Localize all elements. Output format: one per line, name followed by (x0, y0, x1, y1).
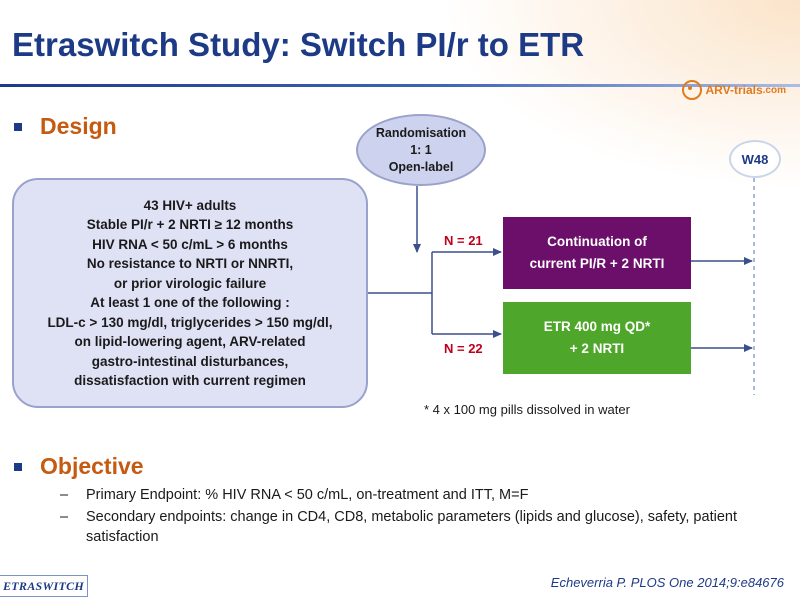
criteria-line: gastro-intestinal disturbances, (91, 353, 289, 369)
primary-endpoint-text: Primary Endpoint: % HIV RNA < 50 c/mL, o… (86, 487, 529, 503)
objective-list: – Primary Endpoint: % HIV RNA < 50 c/mL,… (60, 485, 780, 549)
w48-timepoint-badge: W48 (729, 140, 781, 178)
criteria-line: Stable PI/r + 2 NRTI ≥ 12 months (86, 217, 294, 232)
criteria-line: or prior virologic failure (113, 275, 267, 291)
criteria-line: No resistance to NRTI or NNRTI, (86, 256, 294, 271)
study-name-tag: ETRASWITCH (0, 575, 88, 597)
criteria-line: At least 1 one of the following : (90, 295, 290, 310)
list-item: – Secondary endpoints: change in CD4, CD… (60, 507, 780, 547)
secondary-endpoints-text: Secondary endpoints: change in CD4, CD8,… (86, 509, 737, 545)
objective-heading: Objective (14, 453, 144, 480)
square-bullet-icon (14, 462, 22, 471)
square-bullet-icon (14, 122, 22, 131)
arv-trials-logo: ARV-trials.com (681, 80, 786, 100)
criteria-line: dissatisfaction with current regimen (74, 373, 306, 388)
title-underline (0, 84, 800, 87)
randomisation-label: Open-label (388, 159, 454, 174)
list-item: – Primary Endpoint: % HIV RNA < 50 c/mL,… (60, 485, 780, 505)
arm2-n-label: N = 22 (444, 341, 483, 356)
logo-mark-icon (681, 80, 702, 100)
logo-text: ARV-trials (705, 83, 763, 97)
arm1-line: current PI/R + 2 NRTI (529, 256, 665, 271)
dosing-footnote: * 4 x 100 mg pills dissolved in water (424, 402, 630, 417)
arm2-line: + 2 NRTI (569, 341, 625, 356)
objective-heading-text: Objective (40, 453, 144, 479)
arm-etr-box: ETR 400 mg QD* + 2 NRTI (503, 302, 691, 374)
design-heading-text: Design (40, 113, 117, 139)
page-title: Etraswitch Study: Switch PI/r to ETR (12, 26, 585, 63)
design-heading: Design (14, 113, 117, 140)
dash-bullet-icon: – (60, 509, 69, 525)
dash-bullet-icon: – (60, 487, 69, 503)
randomisation-bubble: Randomisation 1: 1 Open-label (356, 114, 486, 186)
arm-continuation-box: Continuation of current PI/R + 2 NRTI (503, 217, 691, 289)
inclusion-criteria-box: 43 HIV+ adults Stable PI/r + 2 NRTI ≥ 12… (12, 178, 368, 408)
logo-domain: .com (762, 84, 786, 96)
arm1-n-label: N = 21 (444, 233, 483, 248)
criteria-line: 43 HIV+ adults (143, 197, 237, 213)
criteria-line: LDL-c > 130 mg/dl, triglycerides > 150 m… (47, 314, 333, 330)
randomisation-ratio: 1: 1 (410, 142, 432, 157)
arm2-line: ETR 400 mg QD* (543, 319, 651, 334)
randomisation-line: Randomisation (375, 125, 467, 140)
criteria-line: HIV RNA < 50 c/mL > 6 months (92, 236, 288, 252)
citation: Echeverria P. PLOS One 2014;9:e84676 (550, 575, 784, 590)
criteria-line: on lipid-lowering agent, ARV-related (74, 334, 306, 349)
arm1-line: Continuation of (547, 234, 647, 249)
